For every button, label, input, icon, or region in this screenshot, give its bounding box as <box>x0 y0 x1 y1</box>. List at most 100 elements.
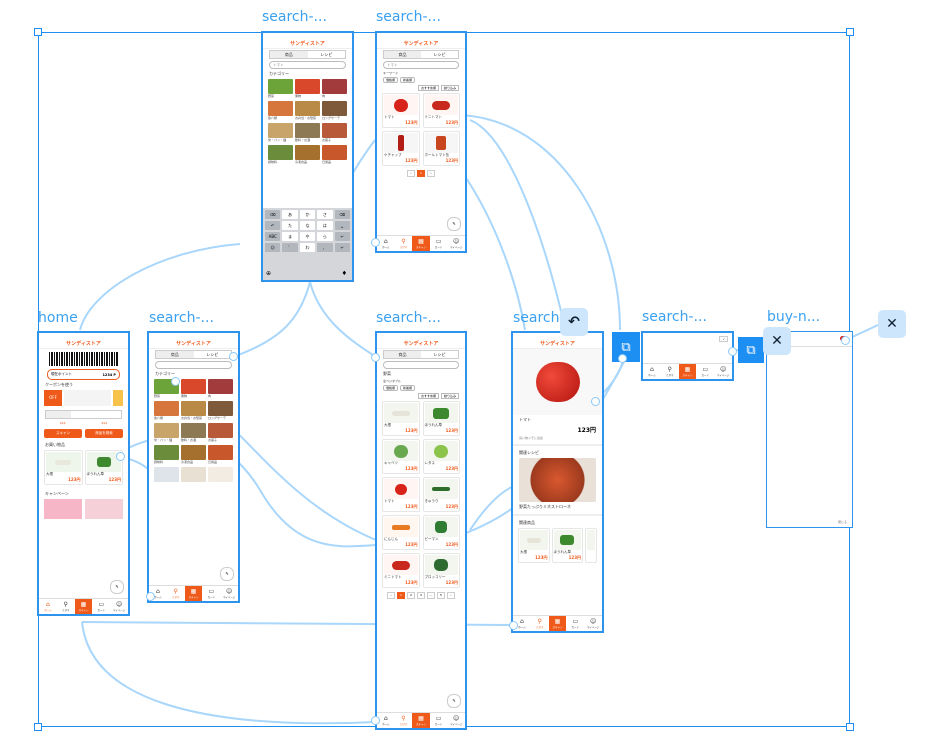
category-tile[interactable]: 調味料 <box>154 445 179 465</box>
nav-mypage[interactable]: ☺マイページ <box>449 715 463 726</box>
category-tile[interactable] <box>208 467 233 487</box>
add-to-list-link[interactable]: 買い物メモに追加 <box>519 436 544 440</box>
filter-chip[interactable]: 価格順 <box>383 77 399 83</box>
connector-endpoint[interactable] <box>116 452 125 461</box>
nav-search[interactable]: ⚲さがす <box>535 618 544 629</box>
connector-endpoint[interactable] <box>146 592 155 601</box>
nav-scan[interactable]: ▦スキャン <box>678 364 697 379</box>
nav-mypage[interactable]: ☺マイページ <box>112 601 126 612</box>
nav-scan[interactable]: ▦スキャン <box>412 713 430 728</box>
nav-search[interactable]: ⚲さがす <box>399 715 408 726</box>
category-tile[interactable]: 冷凍食品 <box>295 145 320 165</box>
nav-search[interactable]: ⚲さがす <box>61 601 70 612</box>
frame-title-search-2[interactable]: search-... <box>376 9 441 25</box>
connector-endpoint[interactable] <box>509 621 518 630</box>
nav-mypage[interactable]: ☺マイページ <box>222 588 236 599</box>
category-tile[interactable]: 冷凍食品 <box>181 445 206 465</box>
nav-card[interactable]: ▭カード <box>434 238 443 249</box>
connector-endpoint[interactable] <box>171 377 180 386</box>
nav-home[interactable]: ⌂ホーム <box>382 238 390 249</box>
filter-button[interactable]: 絞り込み <box>440 85 459 91</box>
category-tile[interactable]: 米・パン・麺 <box>268 123 293 143</box>
product-card[interactable] <box>585 528 597 563</box>
category-tile[interactable]: 魚介類 <box>268 101 293 121</box>
nav-scan[interactable]: ▦スキャン <box>74 599 93 614</box>
frame-search-category-keyboard[interactable]: サンディストア 商品レシピ トマト カテゴリー 野菜 果物 肉 魚介類 お弁当・… <box>261 31 354 282</box>
nav-mypage[interactable]: ☺マイページ <box>716 366 730 377</box>
nav-home[interactable]: ⌂ホーム <box>648 366 656 377</box>
frame-title-search-3[interactable]: search-... <box>149 310 214 326</box>
recipe-card[interactable] <box>519 458 596 502</box>
nav-card[interactable]: ▭カード <box>571 618 580 629</box>
category-tile[interactable]: お菓子 <box>208 423 233 443</box>
connector-endpoint[interactable] <box>371 238 380 247</box>
category-tile[interactable]: ロングサーデ <box>322 101 347 121</box>
close-link[interactable]: 閉じる <box>837 520 847 524</box>
tab-bar[interactable]: 商品 レシピ <box>269 50 346 59</box>
nav-home[interactable]: ⌂ホーム <box>518 618 526 629</box>
nav-scan[interactable]: ▦スキャン <box>548 616 567 631</box>
resize-handle-tl[interactable] <box>34 28 42 36</box>
category-tile[interactable]: 果物 <box>181 379 206 399</box>
nav-scan[interactable]: ▦スキャン <box>412 236 430 251</box>
nav-scan[interactable]: ▦スキャン <box>184 586 203 601</box>
category-tile[interactable]: 肉 <box>208 379 233 399</box>
frame-title-search-6[interactable]: search-... <box>642 309 707 325</box>
nav-card[interactable]: ▭カード <box>434 715 443 726</box>
frame-search-category[interactable]: サンディストア 商品レシピ カテゴリー 野菜 果物 肉 魚介類 お弁当・お惣菜 … <box>147 331 240 603</box>
filter-button[interactable]: 絞り込み <box>440 393 459 399</box>
pagination[interactable]: ‹1› <box>377 170 465 177</box>
category-tile[interactable]: 調味料 <box>268 145 293 165</box>
nav-home[interactable]: ⌂ホーム <box>382 715 390 726</box>
connector-endpoint[interactable] <box>841 336 850 345</box>
overlay-chip[interactable]: ✓ <box>719 336 728 342</box>
category-tile[interactable]: ロングサーデ <box>208 401 233 421</box>
nav-search[interactable]: ⚲さがす <box>399 238 408 249</box>
globe-icon[interactable]: ⊕ <box>266 270 272 277</box>
tab-products[interactable]: 商品 <box>270 51 308 58</box>
connector-endpoint[interactable] <box>618 354 627 363</box>
sort-button[interactable]: おすすめ順 <box>417 393 439 399</box>
category-tile[interactable]: お弁当・お惣菜 <box>181 401 206 421</box>
back-arrow-icon[interactable]: ↶ <box>560 308 588 336</box>
nav-search[interactable]: ⚲さがす <box>665 366 674 377</box>
sort-button[interactable]: おすすめ順 <box>417 85 439 91</box>
recipe-fab[interactable]: ✎ <box>110 580 124 594</box>
category-tile[interactable]: 魚介類 <box>154 401 179 421</box>
nav-home[interactable]: ⌂ホーム <box>44 601 52 612</box>
category-tile[interactable]: お弁当・お惣菜 <box>295 101 320 121</box>
nav-search[interactable]: ⚲さがす <box>171 588 180 599</box>
category-tile[interactable]: 飲料・お酒 <box>295 123 320 143</box>
search-input[interactable] <box>383 361 459 369</box>
nav-card[interactable]: ▭カード <box>207 588 216 599</box>
nav-mypage[interactable]: ☺マイページ <box>449 238 463 249</box>
resize-handle-tr[interactable] <box>846 28 854 36</box>
filter-chip[interactable]: 新着順 <box>400 385 416 391</box>
filter-chip[interactable]: 価格順 <box>383 385 399 391</box>
frame-search-tomato-results[interactable]: サンディストア 商品レシピ トマト キーワード 価格順 新着順 おすすめ順 絞り… <box>375 31 467 253</box>
recipe-fab[interactable]: ✎ <box>447 694 461 708</box>
open-overlay-icon[interactable]: ⧉ <box>738 337 764 363</box>
nav-card[interactable]: ▭カード <box>701 366 710 377</box>
frame-title-buy[interactable]: buy-n... <box>767 309 821 325</box>
category-tile[interactable]: 野菜 <box>268 79 293 99</box>
frame-title-search-1[interactable]: search-... <box>262 9 327 25</box>
nav-mypage[interactable]: ☺マイページ <box>586 618 600 629</box>
search-input[interactable] <box>155 361 232 369</box>
frame-title-search-4[interactable]: search-... <box>376 310 441 326</box>
tab-recipes[interactable]: レシピ <box>320 52 333 57</box>
